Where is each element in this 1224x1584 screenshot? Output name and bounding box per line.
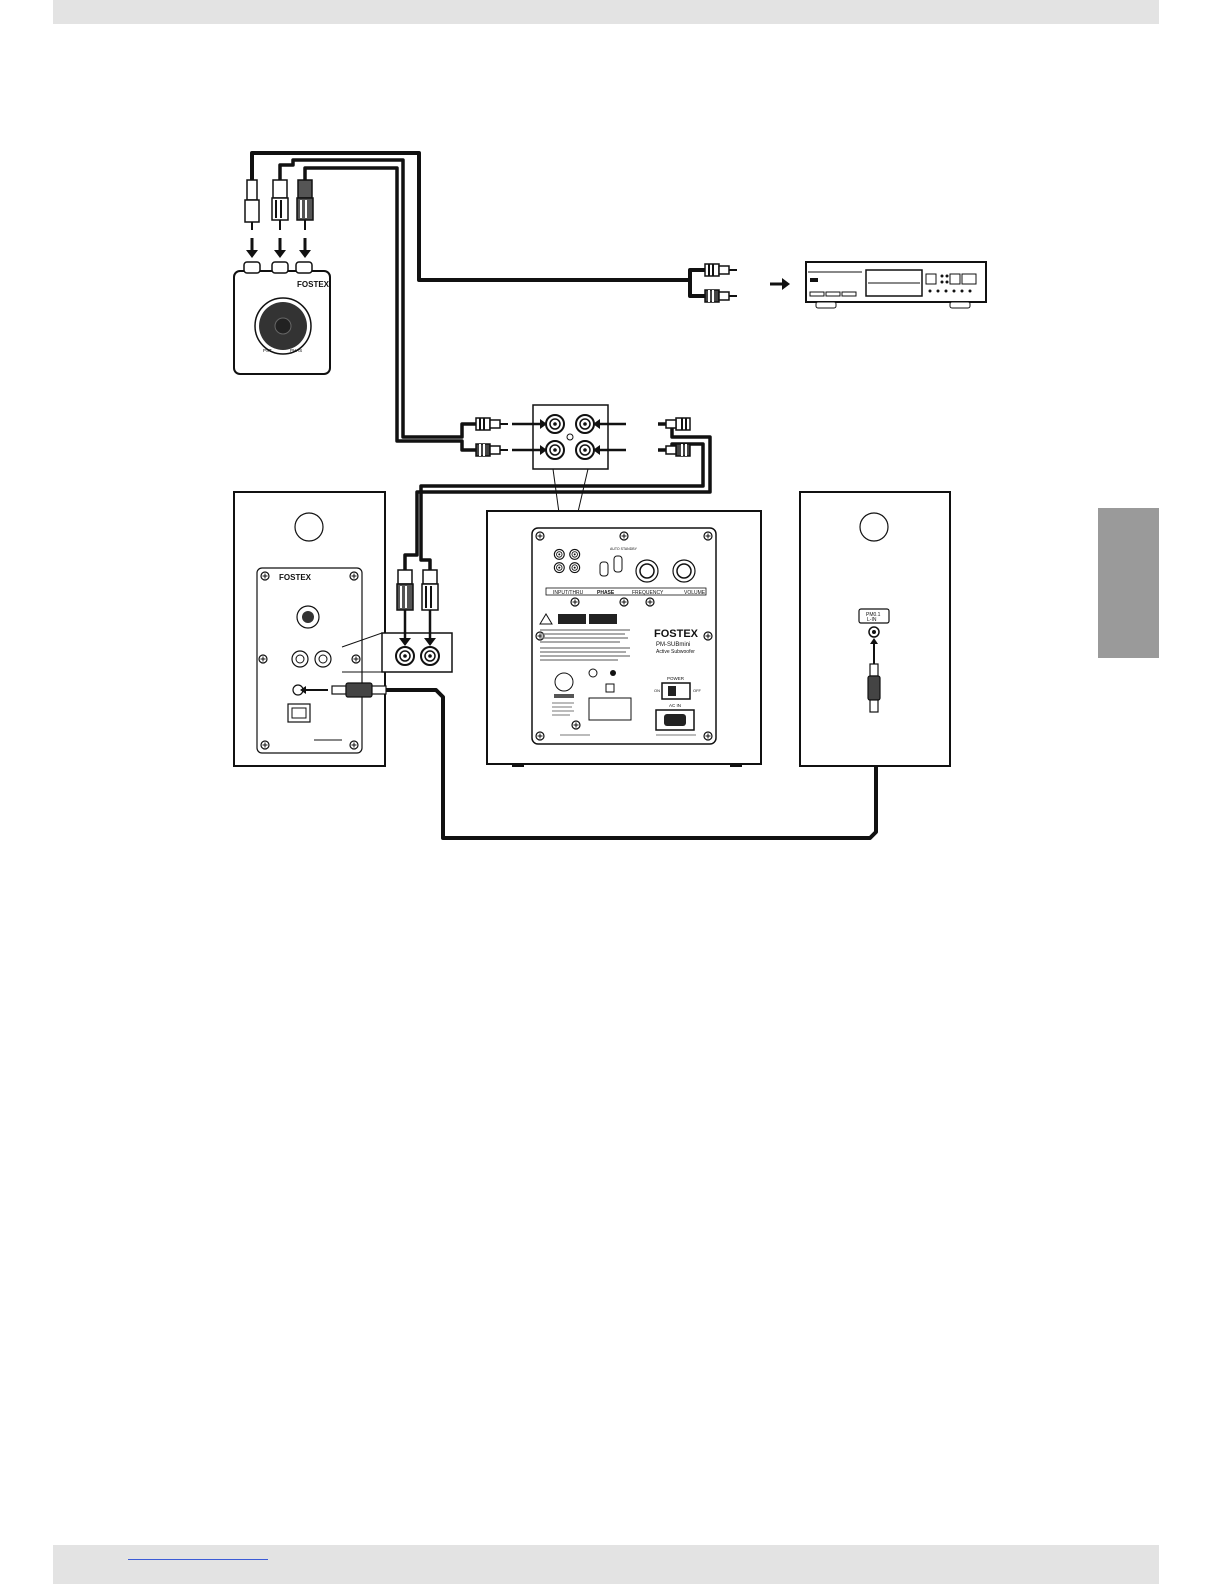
controller-knob-right-label: PHAS bbox=[290, 348, 302, 353]
sub-volume-knob[interactable] bbox=[677, 564, 691, 578]
sub-brand: FOSTEX bbox=[654, 628, 699, 640]
speaker-volume-knob[interactable] bbox=[302, 611, 314, 623]
sub-model: PM-SUBmini bbox=[656, 642, 690, 648]
controller-knob-left-label: PST bbox=[263, 348, 272, 353]
sub-section-input: INPUT/THRU bbox=[553, 590, 584, 596]
sub-section-volume: VOLUME bbox=[684, 590, 706, 596]
arrow-right-icon bbox=[770, 278, 790, 290]
right-speaker: PM0.1 L-IN bbox=[800, 492, 950, 766]
sub-on-label: ON bbox=[654, 688, 660, 693]
sub-standby-label: AUTO STANDBY bbox=[610, 547, 638, 551]
frequency-knob[interactable] bbox=[640, 564, 654, 578]
left-speaker: FOSTEX bbox=[234, 492, 385, 766]
left-speaker-brand: FOSTEX bbox=[279, 573, 312, 582]
sub-type: Active Subwoofer bbox=[656, 649, 695, 655]
sub-section-phase: PHASE bbox=[597, 590, 615, 596]
right-tag-line2: L-IN bbox=[867, 617, 877, 623]
source-rca-plugs bbox=[705, 264, 737, 302]
sub-ac-in-label: AC IN bbox=[669, 703, 681, 708]
sub-power-label: POWER bbox=[667, 676, 685, 681]
cd-player bbox=[806, 262, 986, 308]
subwoofer: AUTO STANDBY INPUT/THRU PHASE FREQUENCY … bbox=[487, 511, 761, 767]
left-speaker-input-callout bbox=[382, 570, 452, 672]
volume-controller: FOSTEX PST PHAS bbox=[234, 180, 330, 374]
sub-off-label: OFF bbox=[693, 688, 702, 693]
controller-brand: FOSTEX bbox=[297, 280, 330, 289]
sub-section-frequency: FREQUENCY bbox=[632, 590, 664, 596]
arrow-down-icon bbox=[246, 238, 311, 258]
